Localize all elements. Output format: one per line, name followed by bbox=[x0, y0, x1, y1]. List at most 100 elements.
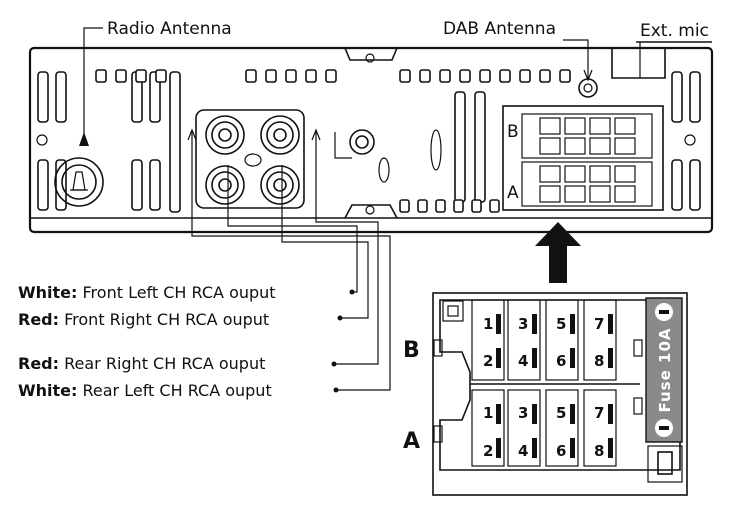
fuse-holder: Fuse 10A bbox=[645, 297, 683, 443]
radio-antenna-socket bbox=[54, 157, 104, 207]
vent-square bbox=[265, 69, 277, 83]
pin-a-4: 4 bbox=[518, 442, 528, 460]
pin-cell bbox=[564, 117, 586, 135]
vent-slot bbox=[689, 71, 701, 123]
vent-square bbox=[435, 199, 446, 213]
pin-contact bbox=[496, 314, 501, 334]
pin-contact bbox=[608, 404, 613, 424]
pin-b-8: 8 bbox=[594, 352, 604, 370]
pin-cell bbox=[589, 185, 611, 203]
iso-connector-plug: Fuse 10A bbox=[432, 292, 688, 496]
pin-column bbox=[545, 389, 579, 467]
pin-contact bbox=[608, 348, 613, 368]
ground-screw bbox=[349, 129, 375, 155]
vent-slot bbox=[37, 159, 49, 211]
pin-b-7: 7 bbox=[594, 315, 604, 333]
pin-b-2: 2 bbox=[483, 352, 493, 370]
pin-cell bbox=[589, 165, 611, 183]
pin-a-1: 1 bbox=[483, 404, 493, 422]
pin-labels-b: 1 2 3 4 5 6 7 8 bbox=[483, 315, 604, 370]
pin-contact bbox=[570, 438, 575, 458]
vent-square bbox=[539, 69, 551, 83]
radio-antenna-label: Radio Antenna bbox=[107, 19, 232, 39]
pin-contact bbox=[608, 438, 613, 458]
pin-b-3: 3 bbox=[518, 315, 528, 333]
pin-b-4: 4 bbox=[518, 352, 528, 370]
vent-square bbox=[499, 69, 511, 83]
pin-column bbox=[471, 389, 505, 467]
pin-contact bbox=[608, 314, 613, 334]
vent-square bbox=[559, 69, 571, 83]
rca-output-front-right: Red: Front Right CH RCA ouput bbox=[18, 310, 269, 329]
pin-contact bbox=[496, 438, 501, 458]
ext-mic-label: Ext. mic bbox=[640, 21, 709, 41]
pin-b-5: 5 bbox=[556, 315, 566, 333]
vent-square bbox=[459, 69, 471, 83]
pin-contact bbox=[496, 404, 501, 424]
vent-square bbox=[135, 69, 147, 83]
vent-slot bbox=[671, 71, 683, 123]
vent-square bbox=[519, 69, 531, 83]
connection-arrow bbox=[535, 222, 581, 283]
vent-slot bbox=[169, 71, 181, 213]
pin-cell bbox=[539, 137, 561, 155]
pin-b-6: 6 bbox=[556, 352, 566, 370]
vent-square bbox=[419, 69, 431, 83]
rca-jack-front-left bbox=[205, 115, 245, 155]
vent-square bbox=[399, 69, 411, 83]
rca-jack-rear-right bbox=[260, 165, 300, 205]
pin-cell bbox=[564, 165, 586, 183]
vent-square bbox=[325, 69, 337, 83]
pin-cell bbox=[614, 137, 636, 155]
pin-cell bbox=[564, 137, 586, 155]
rca-output-front-left: White: Front Left CH RCA ouput bbox=[18, 283, 276, 302]
pin-a-6: 6 bbox=[556, 442, 566, 460]
rca-jack-block bbox=[195, 109, 305, 209]
rca-output-leader-lines bbox=[187, 128, 391, 393]
rca-output-rear-left: White: Rear Left CH RCA ouput bbox=[18, 381, 272, 400]
pin-a-5: 5 bbox=[556, 404, 566, 422]
head-unit-rear-panel: B A bbox=[28, 46, 714, 234]
pin-cell bbox=[589, 117, 611, 135]
pin-contact bbox=[496, 348, 501, 368]
pin-b-1: 1 bbox=[483, 315, 493, 333]
vent-square bbox=[489, 199, 500, 213]
vent-slot bbox=[474, 91, 486, 203]
pin-a-8: 8 bbox=[594, 442, 604, 460]
vent-square bbox=[245, 69, 257, 83]
vent-square bbox=[285, 69, 297, 83]
pin-cell bbox=[539, 185, 561, 203]
pin-column bbox=[583, 389, 617, 467]
connector-a-small-label: A bbox=[507, 183, 519, 203]
pin-column bbox=[507, 299, 541, 381]
pin-a-3: 3 bbox=[518, 404, 528, 422]
vent-slot bbox=[454, 91, 466, 203]
pin-contact bbox=[532, 314, 537, 334]
pin-cell bbox=[564, 185, 586, 203]
vent-square bbox=[439, 69, 451, 83]
rca-jack-front-right bbox=[260, 115, 300, 155]
vent-square bbox=[453, 199, 464, 213]
vent-square bbox=[471, 199, 482, 213]
pin-contact bbox=[570, 314, 575, 334]
connector-b-label: B bbox=[403, 338, 420, 363]
pin-contact bbox=[532, 404, 537, 424]
vent-square bbox=[115, 69, 127, 83]
vent-slot bbox=[149, 159, 161, 211]
vent-square bbox=[155, 69, 167, 83]
vent-slot bbox=[55, 71, 67, 123]
rca-output-rear-right: Red: Rear Right CH RCA ouput bbox=[18, 354, 265, 373]
pin-column bbox=[507, 389, 541, 467]
pin-column bbox=[471, 299, 505, 381]
pin-cell bbox=[614, 117, 636, 135]
pin-column bbox=[583, 299, 617, 381]
vent-slot bbox=[689, 159, 701, 211]
pin-labels-a: 1 2 3 4 5 6 7 8 bbox=[483, 404, 604, 460]
pin-contact bbox=[570, 404, 575, 424]
pin-contact bbox=[532, 438, 537, 458]
vent-slot bbox=[671, 159, 683, 211]
pin-a-2: 2 bbox=[483, 442, 493, 460]
vent-square bbox=[305, 69, 317, 83]
pin-a-7: 7 bbox=[594, 404, 604, 422]
